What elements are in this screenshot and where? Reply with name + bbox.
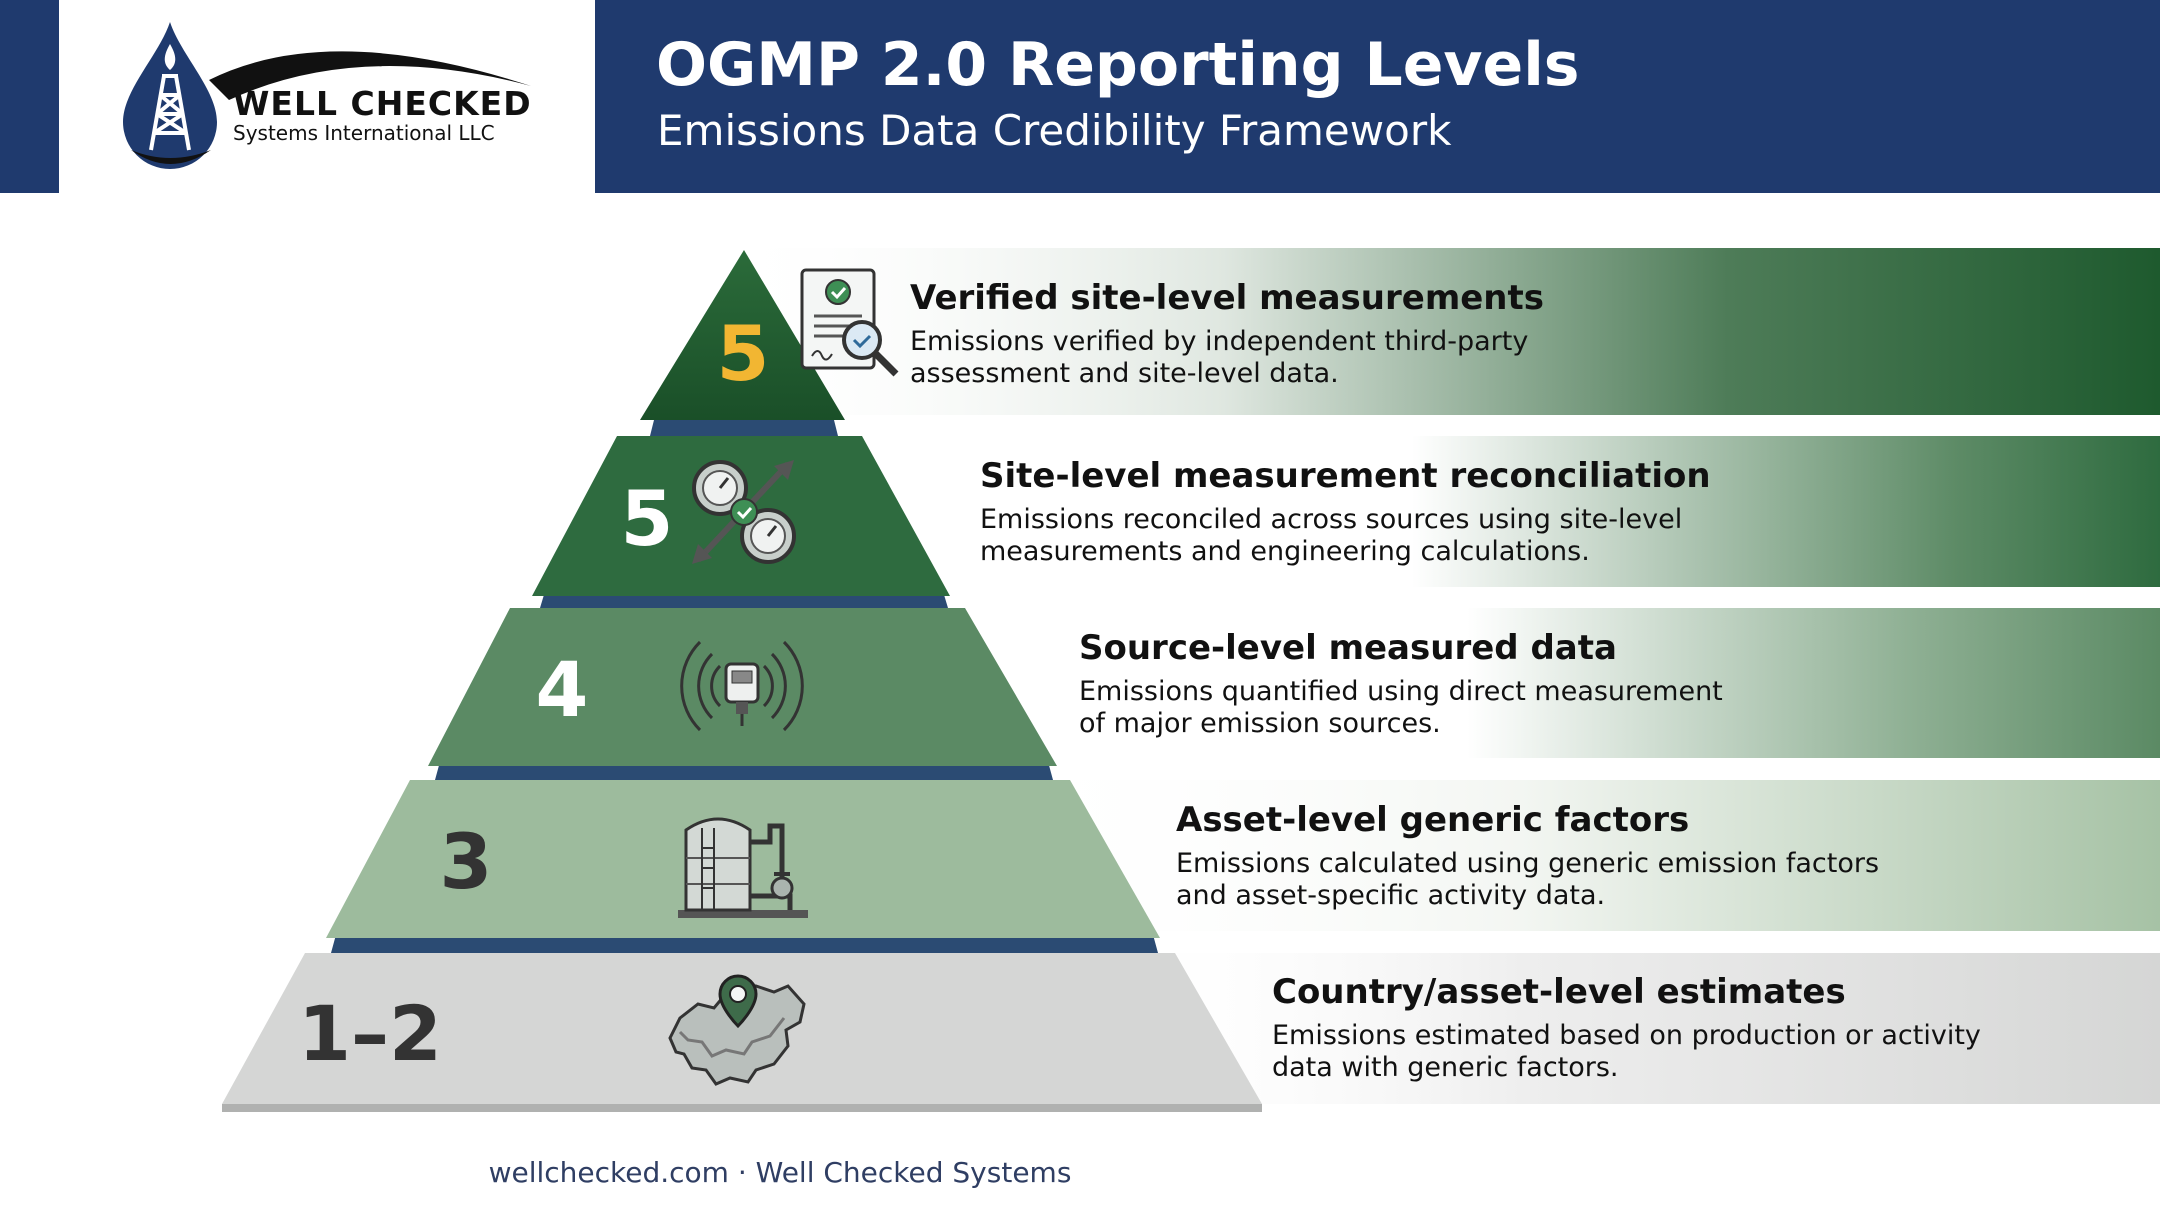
band-level-5-reconciliation: [800, 436, 2160, 587]
band-level-4: [900, 608, 2160, 758]
page-title: OGMP 2.0 Reporting Levels: [656, 30, 1580, 100]
band-level-1-2: [1100, 953, 2160, 1104]
level-1-2-description: Emissions estimated based on production …: [1272, 1020, 1981, 1083]
level-4-text: Source-level measured data Emissions qua…: [1079, 628, 1723, 740]
pyramid-divider: [650, 416, 838, 436]
logo-subtitle: Systems International LLC: [233, 121, 495, 145]
logo-name: WELL CHECKED: [233, 84, 532, 123]
level-1-2-text: Country/asset-level estimates Emissions …: [1272, 972, 1981, 1084]
level-5-verified-title: Verified site-level measurements: [910, 278, 1544, 318]
pyramid-tier-top: [640, 250, 845, 420]
level-4-title: Source-level measured data: [1079, 628, 1617, 668]
country-map-pin-icon: [668, 974, 806, 1086]
level-4-description: Emissions quantified using direct measur…: [1079, 676, 1723, 739]
tier-number-1-2: 1–2: [298, 989, 442, 1078]
sensor-icon: [680, 640, 804, 732]
level-1-2-title: Country/asset-level estimates: [1272, 972, 1846, 1012]
level-3-text: Asset-level generic factors Emissions ca…: [1176, 800, 1879, 912]
level-3-description: Emissions calculated using generic emiss…: [1176, 848, 1880, 911]
logo: WELL CHECKED Systems International LLC: [59, 0, 595, 193]
storage-tank-icon: [678, 817, 808, 918]
level-5-reconciliation-text: Site-level measurement reconciliation Em…: [980, 456, 1711, 568]
level-5-verified-description: Emissions verified by independent third-…: [910, 326, 1529, 389]
tier-number-3: 3: [440, 817, 493, 906]
oil-derrick-drop-icon: [123, 22, 531, 169]
tier-number-5: 5: [621, 474, 674, 563]
pyramid-base-shadow: [222, 1104, 1262, 1112]
level-5-reconciliation-title: Site-level measurement reconciliation: [980, 456, 1711, 496]
level-3-title: Asset-level generic factors: [1176, 800, 1690, 840]
tier-number-4: 4: [536, 645, 589, 734]
band-level-5-verified: [720, 248, 2160, 415]
verified-document-icon: [800, 268, 899, 377]
footer-text: wellchecked.com · Well Checked Systems: [488, 1156, 1072, 1189]
tier-number-5-top: 5: [717, 309, 770, 398]
level-5-reconciliation-description: Emissions reconciled across sources usin…: [980, 504, 1683, 567]
gauges-reconcile-icon: [692, 460, 796, 564]
level-5-verified-text: Verified site-level measurements Emissio…: [910, 278, 1544, 390]
band-level-3: [1000, 780, 2160, 931]
page-subtitle: Emissions Data Credibility Framework: [657, 106, 1452, 155]
